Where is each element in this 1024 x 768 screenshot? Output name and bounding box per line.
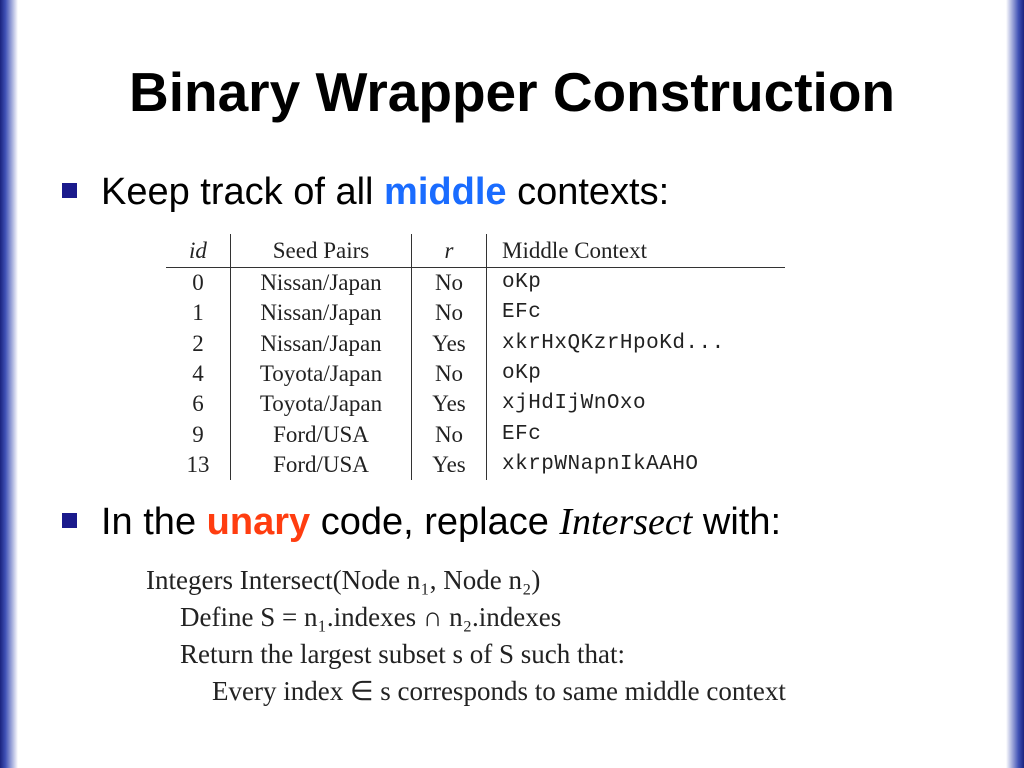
table-row: 9 Ford/USA No EFc [166,419,785,450]
header-r: r [411,234,487,268]
cell-middle-context: EFc [502,301,542,325]
cell-middle-context: xjHdIjWnOxo [502,392,647,416]
cell-seed-pair: Nissan/Japan [230,267,412,299]
cell-middle-context: EFc [502,422,542,446]
bullet-text-middle: code, replace [320,501,549,543]
cell-middle-context: xkrHxQKzrHpoKd... [502,331,725,355]
cell-r: Yes [411,389,487,420]
bullet-emphasis-intersect: Intersect [559,501,693,543]
table-row: 2 Nissan/Japan Yes xkrHxQKzrHpoKd... [166,328,785,359]
cell-id: 2 [166,328,231,359]
cell-id: 0 [166,267,231,299]
cell-id: 9 [166,419,231,450]
cell-r: No [411,358,487,390]
bullet-square-icon [62,183,77,198]
table-row: 6 Toyota/Japan Yes xjHdIjWnOxo [166,389,785,420]
table-row: 1 Nissan/Japan No EFc [166,298,785,329]
pseudo-code-block: Integers Intersect(Node n₁, Node n₂) Def… [146,562,786,710]
cell-seed-pair: Toyota/Japan [230,358,412,390]
table-row: 13 Ford/USA Yes xkrpWNapnIkAAHO [166,449,785,481]
cell-seed-pair: Ford/USA [230,419,412,450]
cell-seed-pair: Nissan/Japan [230,328,412,359]
bullet-middle-contexts: Keep track of all middle contexts: [62,170,669,214]
left-border-decoration [0,0,18,768]
code-line-define: Define S = n₁.indexes ∩ n₂.indexes [180,602,562,632]
cell-middle-context: oKp [502,362,542,386]
cell-seed-pair: Toyota/Japan [230,389,412,420]
cell-middle-context: oKp [502,271,542,295]
cell-seed-pair: Nissan/Japan [230,298,412,329]
code-line-return: Return the largest subset s of S such th… [180,639,625,669]
table-row: 0 Nissan/Japan No oKp [166,267,785,299]
bullet-highlight-unary: unary [206,501,311,543]
bullet-text-before: Keep track of all [101,171,374,213]
right-border-decoration [1006,0,1024,768]
code-line-signature: Integers Intersect(Node n₁, Node n₂) [146,565,541,595]
header-seed-pairs: Seed Pairs [230,234,412,268]
middle-context-table: id Seed Pairs r Middle Context 0 Nissan/… [166,234,785,481]
slide-title: Binary Wrapper Construction [128,61,896,123]
cell-id: 6 [166,389,231,420]
cell-id: 1 [166,298,231,329]
cell-id: 4 [166,358,231,390]
bullet-text-before: In the [101,501,197,543]
header-middle-context: Middle Context [486,234,785,268]
cell-r: Yes [411,449,487,481]
bullet-text-after: contexts: [517,171,670,213]
code-line-condition: Every index ∈ s corresponds to same midd… [212,676,786,706]
bullet-square-icon [62,513,77,528]
bullet-unary-code: In the unary code, replace Intersect wit… [62,500,781,544]
cell-r: Yes [411,328,487,359]
bullet-text-after: with: [702,501,782,543]
table-row: 4 Toyota/Japan No oKp [166,358,785,390]
bullet-highlight-middle: middle [384,171,507,213]
cell-id: 13 [166,449,231,481]
cell-middle-context: xkrpWNapnIkAAHO [502,452,699,476]
cell-seed-pair: Ford/USA [230,449,412,481]
table-header-row: id Seed Pairs r Middle Context [166,234,785,268]
header-id: id [166,234,231,268]
cell-r: No [411,419,487,450]
cell-r: No [411,267,487,299]
cell-r: No [411,298,487,329]
